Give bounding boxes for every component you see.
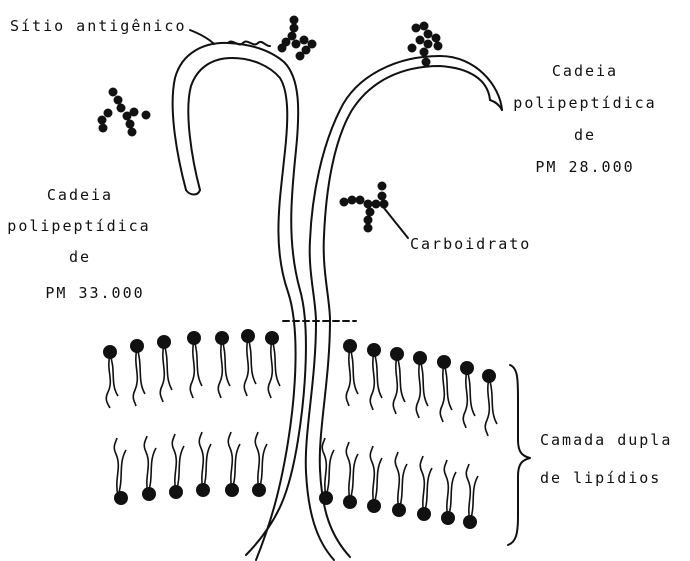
antigenic-site-pointer <box>190 30 214 44</box>
left-chain-label-line3: de <box>10 250 150 265</box>
carbohydrate-pointer <box>384 208 408 238</box>
left-chain-label-line1: Cadeia <box>10 188 150 203</box>
left-polypeptide-chain <box>173 42 306 560</box>
right-chain-label-line3: de <box>510 128 660 143</box>
carbohydrate-cluster-top-right <box>408 22 443 67</box>
right-chain-label-line1: Cadeia <box>510 64 660 79</box>
left-chain-label-line2: polipeptídica <box>4 219 154 234</box>
right-chain-label-line2: polipeptídica <box>510 96 660 111</box>
carbohydrate-cluster-middle <box>340 182 389 233</box>
bilayer-brace <box>508 365 530 545</box>
carbohydrate-cluster-top-center <box>278 16 317 61</box>
left-chain-label-line4: PM 33.000 <box>20 286 170 301</box>
antigenic-site-label: Sítio antigênico <box>10 19 187 34</box>
carbohydrate-label: Carboidrato <box>410 237 531 252</box>
right-chain-label-line4: PM 28.000 <box>510 160 660 175</box>
carbohydrate-cluster-top-left <box>98 88 151 137</box>
bilayer-label-line1: Camada dupla <box>540 433 672 448</box>
right-polypeptide-chain <box>306 56 502 560</box>
bilayer-label-line2: de lipídios <box>540 471 661 486</box>
